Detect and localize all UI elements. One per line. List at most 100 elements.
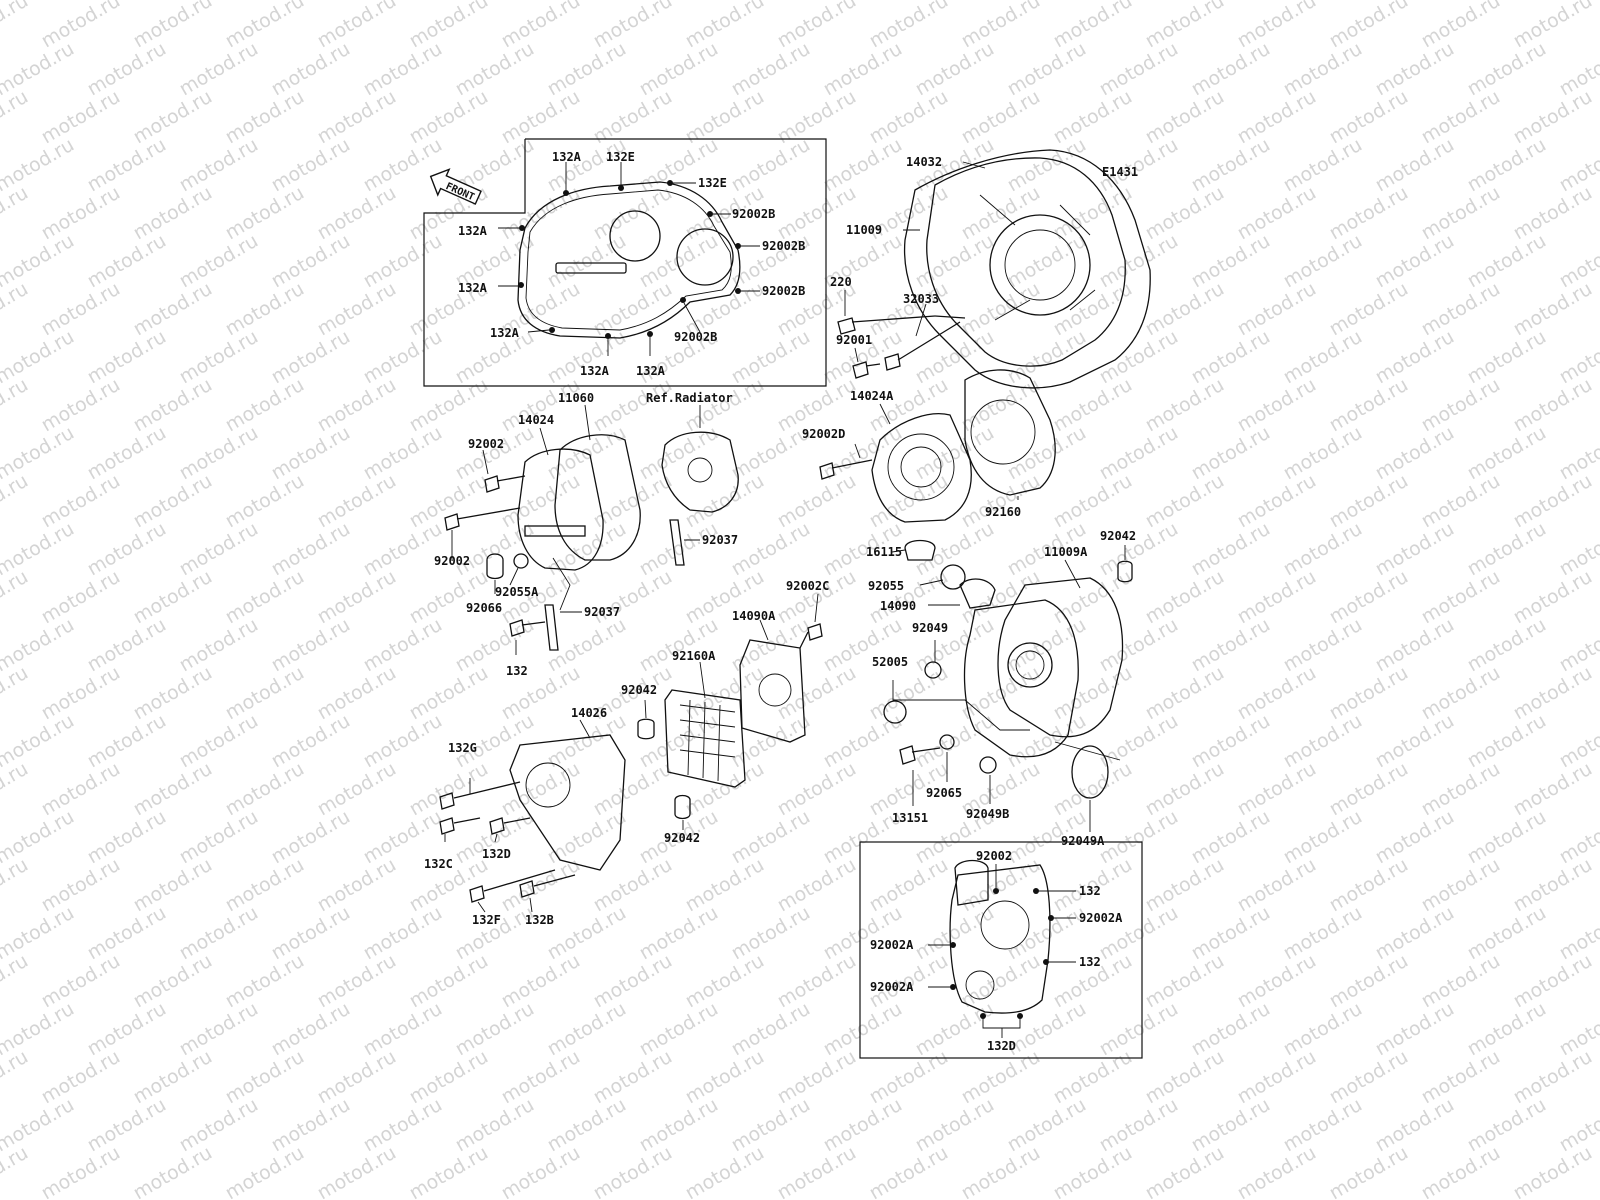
- watermark-text: motod.ru: [222, 854, 308, 917]
- watermark-text: motod.ru: [360, 134, 446, 197]
- label-132F: 132F: [472, 913, 501, 927]
- watermark-text: motod.ru: [820, 134, 906, 197]
- watermark-text: motod.ru: [1326, 854, 1412, 917]
- label-92002A: 92002A: [870, 980, 914, 994]
- watermark-text: motod.ru: [1464, 38, 1550, 101]
- bolt-92002-upper: [484, 475, 526, 493]
- rod-32033: [934, 315, 966, 319]
- watermark-text: motod.ru: [314, 182, 400, 245]
- ref-radiator-note: Ref.Radiator: [646, 391, 733, 405]
- watermark-text: motod.ru: [1372, 230, 1458, 293]
- watermark-text: motod.ru: [0, 182, 32, 245]
- watermark-text: motod.ru: [360, 38, 446, 101]
- watermark-text: motod.ru: [1280, 518, 1366, 581]
- watermark-text: motod.ru: [774, 854, 860, 917]
- watermark-text: motod.ru: [1188, 38, 1274, 101]
- watermark-text: motod.ru: [360, 230, 446, 293]
- watermark-text: motod.ru: [1004, 902, 1090, 965]
- gasket-11009A: [997, 577, 1124, 738]
- watermark-text: motod.ru: [84, 518, 170, 581]
- label-92049A: 92049A: [1061, 834, 1105, 848]
- label-16115: 16115: [866, 545, 902, 559]
- watermark-text: motod.ru: [130, 662, 216, 725]
- watermark-text: motod.ru: [1096, 230, 1182, 293]
- label-132D: 132D: [482, 847, 511, 861]
- watermark-text: motod.ru: [1050, 86, 1136, 149]
- watermark-text: motod.ru: [1188, 326, 1274, 389]
- label-92001: 92001: [836, 333, 872, 347]
- watermark-text: motod.ru: [774, 758, 860, 821]
- breather-group: 92002C 14090A 92160A 92042: [621, 579, 829, 788]
- cap-16115: [904, 539, 936, 561]
- watermark-text: motod.ru: [958, 662, 1044, 725]
- seal-92049A: [1071, 745, 1109, 799]
- watermark-text: motod.ru: [222, 86, 308, 149]
- watermark-text: motod.ru: [406, 758, 492, 821]
- seal-92049B: [979, 756, 997, 774]
- watermark-text: motod.ru: [314, 662, 400, 725]
- watermark-text: motod.ru: [544, 614, 630, 677]
- label-132A: 132A: [490, 326, 520, 340]
- watermark-text: motod.ru: [1372, 38, 1458, 101]
- watermark-text: motod.ru: [682, 1142, 768, 1200]
- watermark-text: motod.ru: [222, 758, 308, 821]
- clutch-slot: [555, 262, 627, 274]
- watermark-text: motod.ru: [1234, 86, 1320, 149]
- watermark-text: motod.ru: [268, 902, 354, 965]
- bolt-92002C: [799, 623, 823, 649]
- watermark-text: motod.ru: [1372, 1094, 1458, 1157]
- watermark-text: motod.ru: [866, 278, 952, 341]
- label-132C: 132C: [424, 857, 453, 871]
- label-52005: 52005: [872, 655, 908, 669]
- watermark-text: motod.ru: [84, 422, 170, 485]
- watermark-text: motod.ru: [314, 374, 400, 437]
- watermark-text: motod.ru: [590, 950, 676, 1013]
- watermark-text: motod.ru: [0, 758, 32, 821]
- oring-92055: [940, 564, 966, 590]
- watermark-text: motod.ru: [314, 1046, 400, 1109]
- cover-14024-group: 11060 14024 92002 92002 92055A 92066: [434, 391, 641, 615]
- watermark-text: motod.ru: [1234, 278, 1320, 341]
- watermark-text: motod.ru: [820, 1094, 906, 1157]
- watermark-text: motod.ru: [1326, 566, 1412, 629]
- watermark-text: motod.ru: [0, 374, 32, 437]
- clutch-cover-large: 14032 11009: [846, 149, 1151, 389]
- seal-92049: [924, 661, 942, 679]
- watermark-text: motod.ru: [636, 422, 722, 485]
- watermark-text: motod.ru: [682, 950, 768, 1013]
- watermark-text: motod.ru: [1142, 278, 1228, 341]
- gasket-11009: [903, 149, 1151, 389]
- collar-92042-lower: [674, 794, 691, 820]
- watermark-text: motod.ru: [1418, 470, 1504, 533]
- watermark-text: motod.ru: [222, 0, 308, 52]
- watermark-text: motod.ru: [1464, 806, 1550, 869]
- watermark-text: motod.ru: [1418, 758, 1504, 821]
- label-11060: 11060: [558, 391, 594, 405]
- watermark-text: motod.ru: [1418, 566, 1504, 629]
- watermark-text: motod.ru: [1142, 854, 1228, 917]
- watermark-text: motod.ru: [268, 230, 354, 293]
- watermark-text: motod.ru: [1510, 854, 1596, 917]
- watermark-text: motod.ru: [1510, 86, 1596, 149]
- watermark-text: motod.ru: [130, 182, 216, 245]
- watermark-text: motod.ru: [1280, 902, 1366, 965]
- watermark-text: motod.ru: [958, 1046, 1044, 1109]
- watermark-text: motod.ru: [1142, 566, 1228, 629]
- watermark-text: motod.ru: [452, 998, 538, 1061]
- watermark-text: motod.ru: [1510, 1046, 1596, 1109]
- watermark-text: motod.ru: [820, 902, 906, 965]
- watermark-text: motod.ru: [1372, 518, 1458, 581]
- watermark-text: motod.ru: [406, 1142, 492, 1200]
- watermark-text: motod.ru: [590, 758, 676, 821]
- watermark-text: motod.ru: [38, 854, 124, 917]
- watermark-text: motod.ru: [1280, 134, 1366, 197]
- watermark-text: motod.ru: [958, 470, 1044, 533]
- watermark-text: motod.ru: [1464, 998, 1550, 1061]
- watermark-text: motod.ru: [498, 950, 584, 1013]
- watermark-text: motod.ru: [130, 86, 216, 149]
- watermark-text: motod.ru: [222, 182, 308, 245]
- watermark-text: motod.ru: [590, 278, 676, 341]
- watermark-text: motod.ru: [0, 470, 32, 533]
- bolt-132C: [439, 817, 481, 835]
- watermark-text: motod.ru: [1096, 1094, 1182, 1157]
